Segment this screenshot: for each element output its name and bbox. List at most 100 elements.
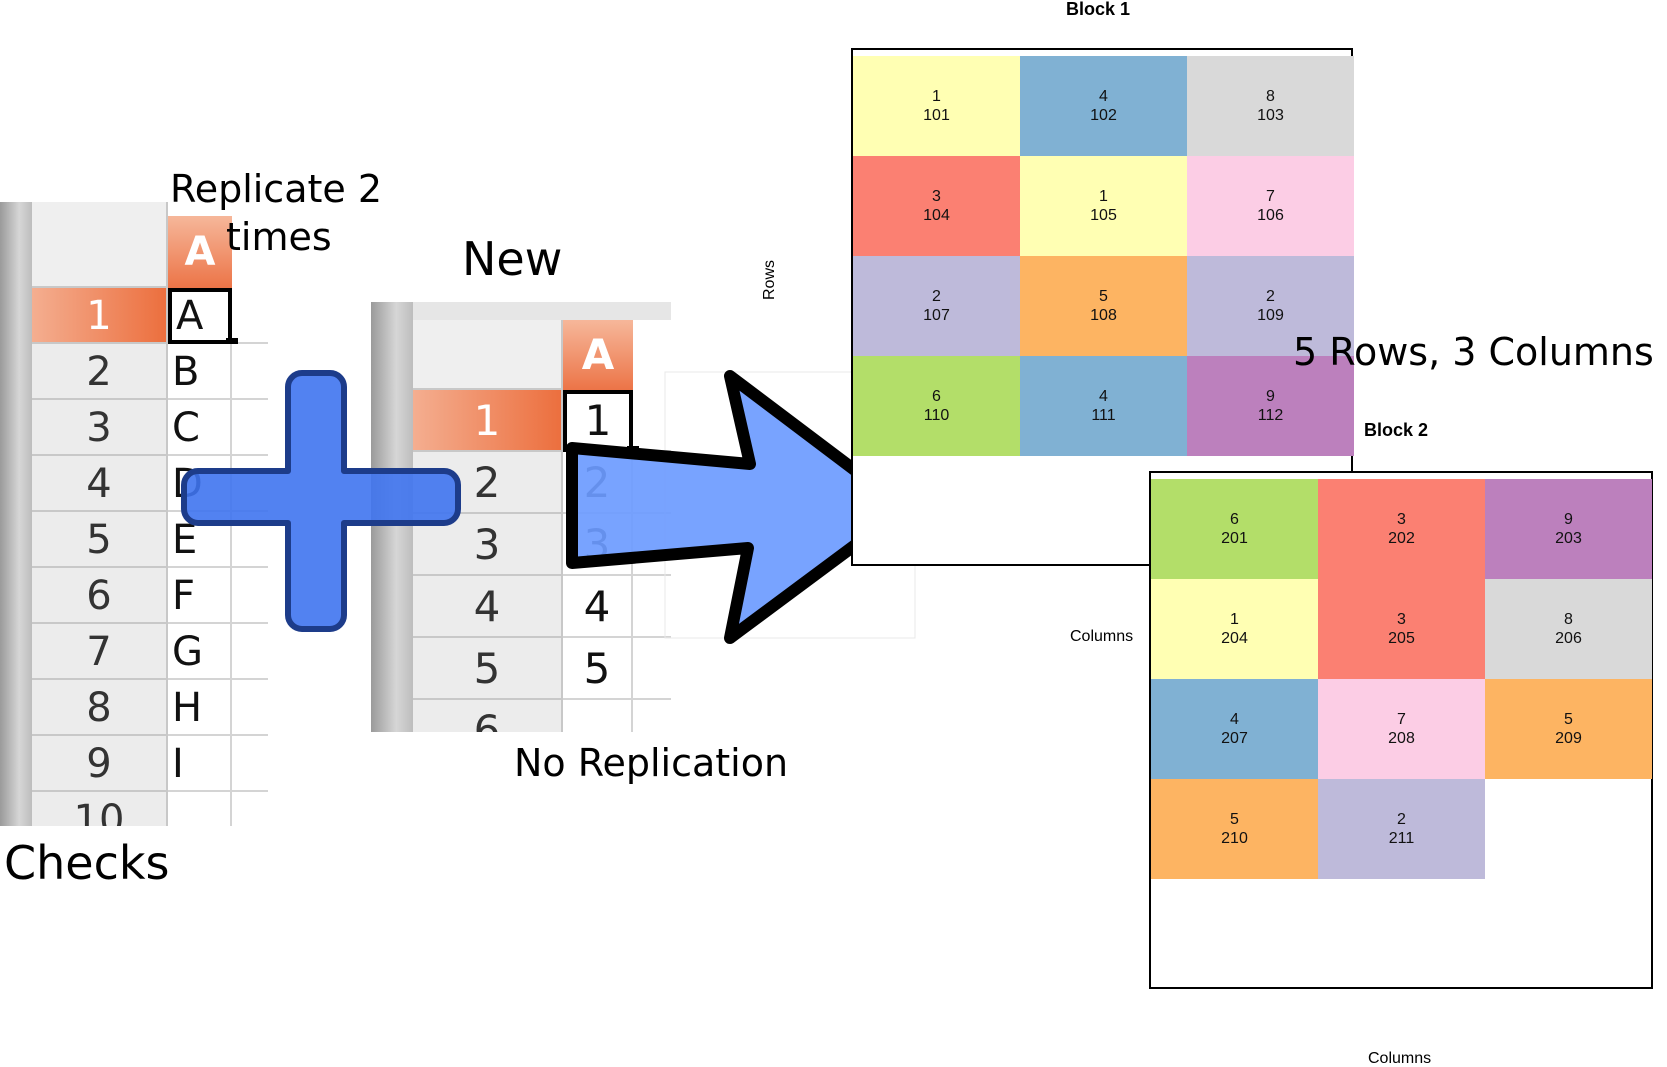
rows-columns-label: 5 Rows, 3 Columns — [1293, 330, 1654, 374]
row-header[interactable]: 7 — [32, 624, 168, 680]
spreadsheet-cell[interactable]: 4 — [563, 576, 633, 638]
spreadsheet-cell-empty[interactable] — [232, 344, 268, 400]
row-header[interactable]: 8 — [32, 680, 168, 736]
spreadsheet-cell[interactable]: C — [168, 400, 232, 456]
plot-number: 107 — [923, 307, 950, 324]
spreadsheet-cell[interactable]: F — [168, 568, 232, 624]
plot-entry: 8 — [1266, 88, 1275, 105]
spreadsheet-cell-empty[interactable] — [232, 792, 268, 826]
row-header[interactable]: 4 — [413, 576, 563, 638]
replicate-label: Replicate 2 — [170, 167, 383, 211]
spreadsheet-cell-empty[interactable] — [232, 624, 268, 680]
spreadsheet-cell-empty[interactable] — [232, 680, 268, 736]
times-label: times — [226, 215, 332, 259]
plot-number: 105 — [1090, 207, 1117, 224]
plot-number: 109 — [1257, 307, 1284, 324]
row-header[interactable]: 1 — [413, 390, 563, 452]
spreadsheet-cell[interactable]: H — [168, 680, 232, 736]
new-label: New — [462, 232, 563, 286]
plot-entry: 2 — [1266, 288, 1275, 305]
plot-number: 104 — [923, 207, 950, 224]
plot-entry: 7 — [1266, 188, 1275, 205]
plot-number: 102 — [1090, 107, 1117, 124]
plot-entry: 7 — [1397, 711, 1406, 728]
plot-number: 202 — [1388, 530, 1415, 547]
spreadsheet-cell[interactable] — [563, 700, 633, 732]
row-header[interactable]: 6 — [32, 568, 168, 624]
plot-number: 111 — [1091, 407, 1116, 424]
spreadsheet-cell-empty[interactable] — [232, 568, 268, 624]
column-header-a[interactable]: A — [168, 216, 232, 288]
sheet-corner — [32, 202, 168, 288]
spreadsheet-cell[interactable]: B — [168, 344, 232, 400]
row-header[interactable]: 4 — [32, 456, 168, 512]
row-header[interactable]: 3 — [32, 400, 168, 456]
plot-entry: 5 — [1099, 288, 1108, 305]
row-header[interactable]: 5 — [413, 638, 563, 700]
spreadsheet-cell-empty[interactable] — [232, 400, 268, 456]
plot-entry: 1 — [1230, 611, 1239, 628]
no-replication-label: No Replication — [514, 741, 789, 785]
row-header[interactable]: 6 — [413, 700, 563, 732]
spreadsheet-cell-empty[interactable] — [633, 638, 671, 700]
row-header[interactable]: 5 — [32, 512, 168, 568]
spreadsheet-cell[interactable]: I — [168, 736, 232, 792]
row-header[interactable]: 10 — [32, 792, 168, 826]
plot-number: 211 — [1388, 830, 1415, 847]
plot-number: 112 — [1257, 407, 1284, 424]
spreadsheet-cell[interactable] — [168, 792, 232, 826]
spreadsheet-cell[interactable]: A — [168, 288, 232, 344]
spreadsheet-cell[interactable]: 5 — [563, 638, 633, 700]
spreadsheet-cell-empty[interactable] — [232, 288, 268, 344]
plot-entry: 5 — [1564, 711, 1573, 728]
spreadsheet-cell[interactable]: G — [168, 624, 232, 680]
plot-entry: 3 — [1397, 611, 1406, 628]
plot-number: 209 — [1555, 730, 1582, 747]
plot-number: 110 — [923, 407, 950, 424]
block1-xlabel: Columns — [1070, 628, 1134, 645]
row-header[interactable]: 9 — [32, 736, 168, 792]
plot-number: 210 — [1221, 830, 1248, 847]
spreadsheet-cell-empty[interactable] — [633, 700, 671, 732]
plot-entry: 4 — [1230, 711, 1239, 728]
plot-entry: 8 — [1564, 611, 1573, 628]
row-header[interactable]: 1 — [32, 288, 168, 344]
plot-entry: 3 — [932, 188, 941, 205]
plot-entry: 1 — [1099, 188, 1108, 205]
column-header-a[interactable]: A — [563, 320, 633, 390]
spreadsheet-cell-empty[interactable] — [232, 736, 268, 792]
block1-title: Block 1 — [1066, 0, 1131, 19]
plot-number: 208 — [1388, 730, 1415, 747]
plot-entry: 2 — [1397, 811, 1406, 828]
sheet-corner — [413, 320, 563, 390]
checks-label: Checks — [4, 836, 170, 890]
plot-number: 207 — [1221, 730, 1248, 747]
row-header[interactable]: 2 — [32, 344, 168, 400]
plot-entry: 1 — [932, 88, 941, 105]
plot-number: 101 — [923, 107, 950, 124]
